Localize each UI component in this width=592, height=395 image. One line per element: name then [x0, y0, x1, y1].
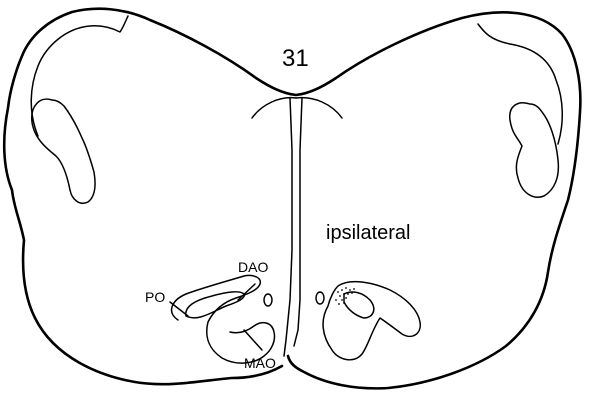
- right-kidney-tract: [510, 103, 559, 197]
- right-olive-inner: [344, 292, 374, 318]
- right-olive-outer: [323, 282, 420, 360]
- midline-arc-right: [296, 98, 342, 118]
- po-label: PO: [145, 289, 165, 305]
- right-olive-circle: [316, 292, 324, 304]
- section-number: 31: [282, 45, 309, 72]
- mao-label: MAO: [244, 355, 276, 371]
- ipsilateral-label: ipsilateral: [326, 222, 410, 244]
- left-olive-circle: [264, 294, 272, 306]
- dao-label: DAO: [238, 259, 268, 275]
- left-olive-inner: [186, 292, 245, 318]
- midline-raphe: [284, 98, 292, 356]
- left-olive-outer: [172, 275, 275, 363]
- left-kidney-tract: [32, 99, 95, 203]
- mao-leader: [244, 330, 262, 350]
- stippled-region: [335, 287, 355, 305]
- midline-raphe-right: [294, 98, 302, 346]
- left-lateral-groove: [31, 16, 128, 136]
